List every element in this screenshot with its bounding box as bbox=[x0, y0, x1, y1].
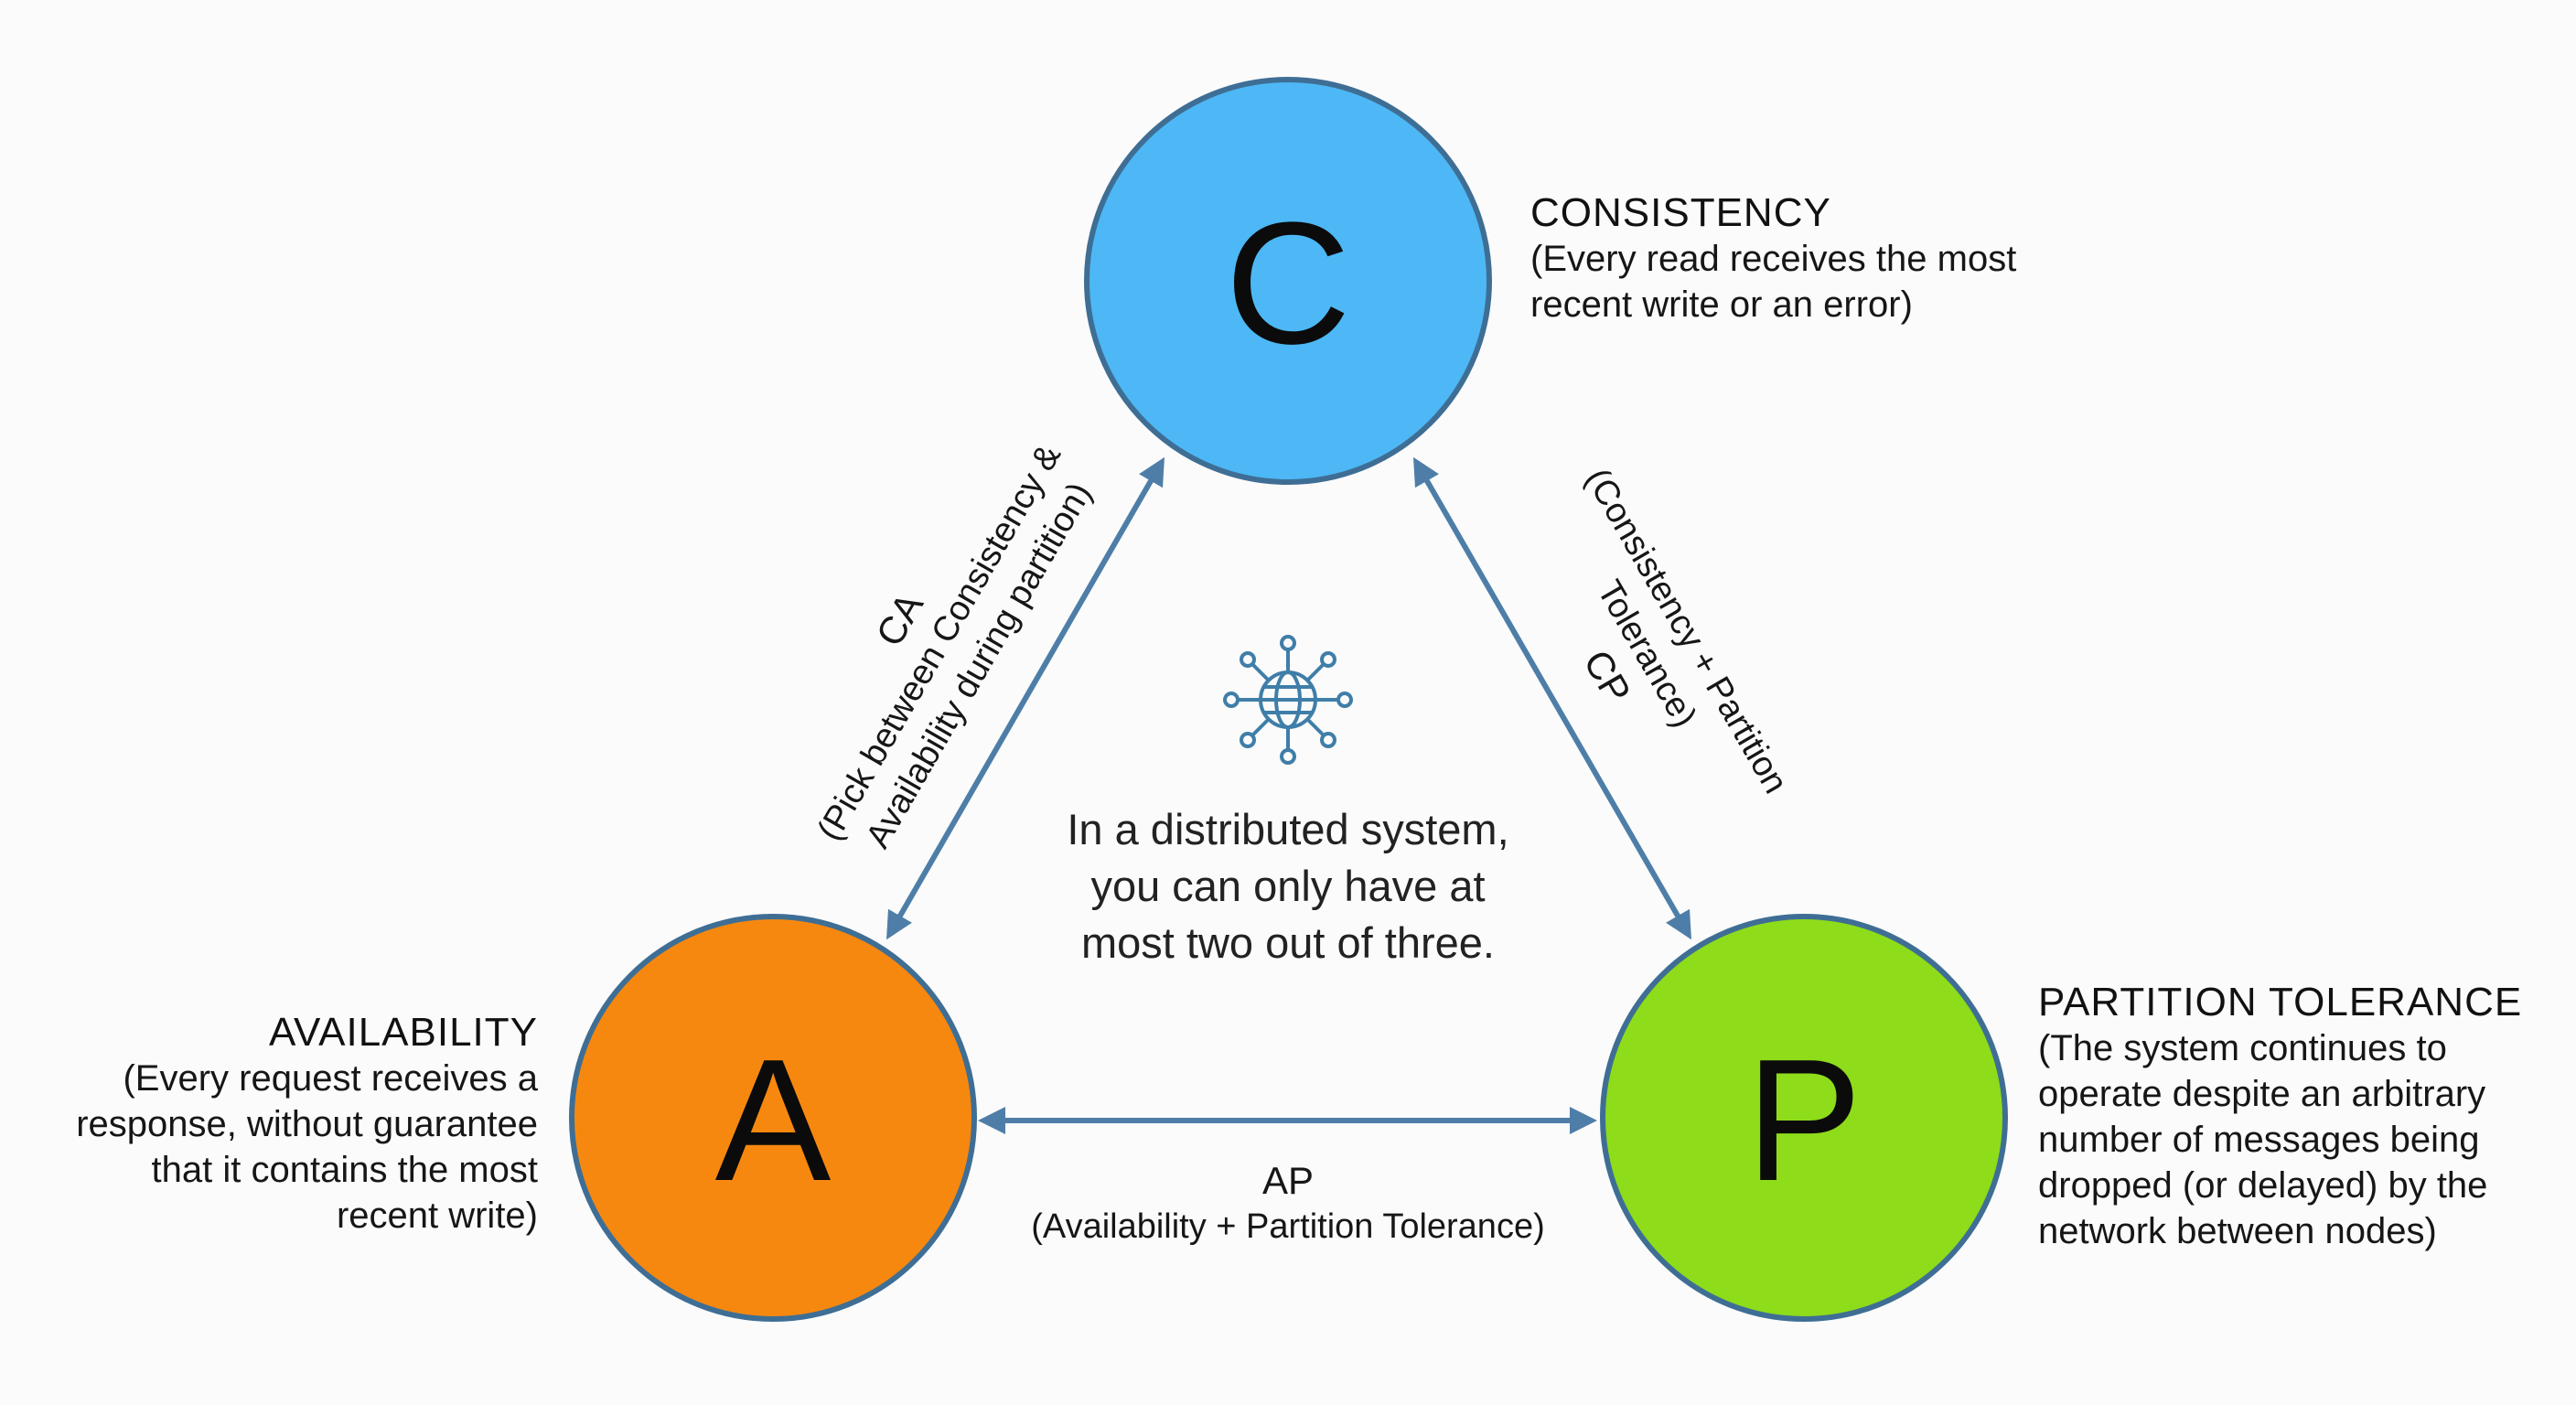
edge-cp-arrow bbox=[1413, 456, 1691, 940]
node-availability-letter: A bbox=[715, 1024, 832, 1217]
partition-text-line: (The system continues to bbox=[2038, 1028, 2447, 1068]
availability-text-line: response, without guarantee bbox=[76, 1104, 538, 1144]
partition-title: PARTITION TOLERANCE bbox=[2038, 980, 2523, 1024]
consistency-text-line: (Every read receives the most bbox=[1530, 239, 2017, 279]
edge-ap-text-line: (Availability + Partition Tolerance) bbox=[1031, 1207, 1545, 1246]
edge-ap-label: AP (Availability + Partition Tolerance) bbox=[968, 1158, 1608, 1249]
availability-text-line: (Every request receives a bbox=[123, 1058, 538, 1099]
edge-ap-title: AP bbox=[1261, 1159, 1315, 1202]
partition-text-line: network between nodes) bbox=[2038, 1211, 2437, 1251]
consistency-title: CONSISTENCY bbox=[1530, 190, 1831, 235]
availability-title: AVAILABILITY bbox=[268, 1010, 538, 1055]
consistency-description: CONSISTENCY (Every read receives the mos… bbox=[1530, 190, 2016, 327]
node-partition-letter: P bbox=[1746, 1024, 1862, 1217]
node-consistency-letter: C bbox=[1225, 187, 1350, 381]
consistency-text-line: recent write or an error) bbox=[1530, 284, 1913, 325]
partition-description: PARTITION TOLERANCE (The system continue… bbox=[2038, 980, 2522, 1254]
node-consistency: C bbox=[1084, 77, 1492, 485]
network-globe-icon bbox=[1223, 635, 1353, 765]
node-availability: A bbox=[569, 914, 977, 1322]
partition-text-line: operate despite an arbitrary bbox=[2038, 1074, 2486, 1114]
center-text-line: In a distributed system, bbox=[1067, 805, 1509, 853]
node-partition-circle bbox=[1600, 914, 2008, 1322]
center-text-line: most two out of three. bbox=[1081, 918, 1495, 967]
partition-text-line: number of messages being bbox=[2038, 1120, 2480, 1160]
node-availability-circle bbox=[569, 914, 977, 1322]
node-consistency-circle bbox=[1084, 77, 1492, 485]
center-statement: In a distributed system, you can only ha… bbox=[968, 801, 1608, 971]
edge-ca-arrow bbox=[886, 456, 1165, 940]
center-text-line: you can only have at bbox=[1090, 862, 1486, 910]
availability-text-line: recent write) bbox=[336, 1196, 538, 1236]
availability-text-line: that it contains the most bbox=[151, 1150, 538, 1190]
availability-description: AVAILABILITY (Every request receives a r… bbox=[55, 1010, 538, 1239]
node-partition: P bbox=[1600, 914, 2008, 1322]
partition-text-line: dropped (or delayed) by the bbox=[2038, 1165, 2488, 1206]
